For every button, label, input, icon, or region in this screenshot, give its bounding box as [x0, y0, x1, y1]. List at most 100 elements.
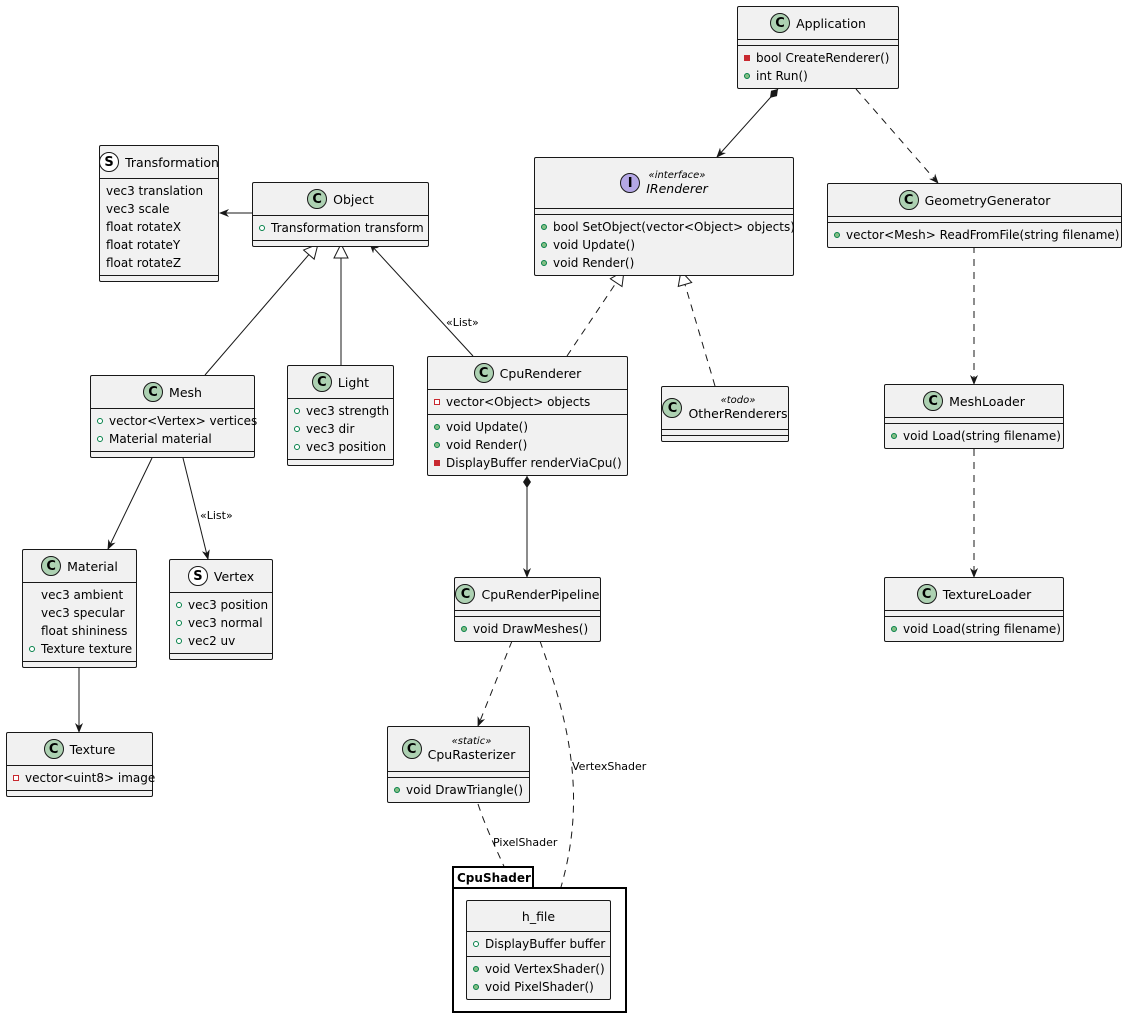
package-cpushader-tab: CpuShader [452, 866, 534, 888]
class-light[interactable]: C Light vec3 strength vec3 dir vec3 posi… [287, 365, 394, 466]
class-vertex[interactable]: S Vertex vec3 position vec3 normal vec2 … [169, 559, 273, 660]
private-field-icon [434, 399, 440, 405]
edge-application-geometrygenerator [855, 88, 939, 184]
class-header: C CpuRenderer [428, 357, 627, 390]
field-row: float rotateY [100, 236, 218, 254]
class-icon: C [41, 556, 62, 576]
public-field-icon [259, 225, 265, 231]
methods-section [253, 241, 428, 246]
public-field-icon [294, 408, 300, 414]
field-text: Texture texture [41, 642, 133, 656]
methods-section: void Load(string filename) [885, 424, 1063, 448]
methods-section [23, 662, 136, 667]
class-geometry-generator[interactable]: C GeometryGenerator vector<Mesh> ReadFro… [827, 183, 1122, 248]
methods-section [7, 791, 152, 796]
field-row: vec3 position [170, 596, 272, 614]
edge-label-pixel-shader: PixelShader [493, 836, 558, 849]
public-method-icon [434, 424, 440, 430]
class-name: Transformation [125, 154, 219, 170]
class-application[interactable]: C Application bool CreateRenderer() int … [737, 6, 899, 89]
method-row: int Run() [738, 67, 898, 85]
class-header: C GeometryGenerator [828, 184, 1121, 217]
class-name: GeometryGenerator [924, 192, 1051, 208]
edge-mesh-object [204, 244, 318, 376]
method-text: int Run() [756, 69, 808, 83]
public-field-icon [97, 418, 103, 424]
method-text: void Load(string filename) [903, 429, 1061, 443]
class-material[interactable]: C Material vec3 ambient vec3 specular fl… [22, 549, 137, 668]
method-row: void Update() [428, 418, 627, 436]
class-name: MeshLoader [949, 393, 1025, 409]
public-field-icon [294, 426, 300, 432]
stereotype: «static» [451, 736, 492, 747]
class-icon: C [923, 391, 944, 411]
field-text: vec3 specular [41, 606, 125, 620]
method-text: void Update() [553, 238, 636, 252]
class-texture[interactable]: C Texture vector<uint8> image [6, 732, 155, 797]
public-field-icon [97, 436, 103, 442]
field-text: vec3 dir [306, 422, 355, 436]
class-cpu-renderer[interactable]: C CpuRenderer vector<Object> objects voi… [427, 356, 628, 476]
fields-section [388, 772, 529, 778]
public-method-icon [541, 242, 547, 248]
method-row: void Update() [535, 236, 793, 254]
class-object[interactable]: C Object Transformation transform [252, 182, 429, 247]
method-row: void Render() [535, 254, 793, 272]
method-text: bool SetObject(vector<Object> objects) [553, 220, 795, 234]
field-row: vec3 dir [288, 420, 393, 438]
methods-section [100, 276, 218, 281]
field-row: vec3 translation [100, 182, 218, 200]
class-cpu-render-pipeline[interactable]: C CpuRenderPipeline void DrawMeshes() [454, 577, 601, 642]
method-text: void DrawMeshes() [473, 622, 589, 636]
edge-label-object-list: «List» [446, 316, 479, 329]
class-name: CpuRenderPipeline [481, 586, 600, 602]
field-text: vec3 position [306, 440, 387, 454]
class-cpu-rasterizer[interactable]: C «static» CpuRasterizer void DrawTriang… [387, 726, 530, 803]
class-other-renderers[interactable]: C «todo» OtherRenderers [661, 386, 789, 442]
field-row: Transformation transform [253, 219, 428, 237]
struct-icon: S [99, 152, 120, 172]
class-icon: C [898, 190, 919, 210]
fields-section [455, 611, 600, 617]
fields-section: vector<uint8> image [7, 766, 155, 791]
field-text: float rotateZ [106, 256, 182, 270]
field-row: vec3 normal [170, 614, 272, 632]
field-row: float shininess [23, 622, 136, 640]
fields-section: vector<Vertex> vertices Material materia… [91, 409, 257, 452]
class-name: OtherRenderers [688, 406, 788, 421]
class-name: h_file [521, 908, 556, 924]
class-name: Vertex [213, 568, 255, 584]
class-transformation[interactable]: S Transformation vec3 translation vec3 s… [99, 145, 219, 282]
public-method-icon [744, 73, 750, 79]
field-text: vec3 normal [188, 616, 263, 630]
class-header: S Transformation [99, 146, 219, 179]
class-h-file[interactable]: h_file DisplayBuffer buffer void VertexS… [466, 900, 611, 1000]
class-header: C Texture [7, 733, 152, 766]
stereotype: «interface» [648, 170, 706, 181]
edge-pipeline-hfile [539, 640, 575, 901]
fields-section [828, 217, 1121, 223]
public-method-icon [541, 260, 547, 266]
class-header: C Material [23, 550, 136, 583]
class-header: h_file [467, 901, 610, 932]
public-field-icon [176, 638, 182, 644]
class-mesh-loader[interactable]: C MeshLoader void Load(string filename) [884, 384, 1064, 449]
class-name: IRenderer [646, 181, 708, 196]
class-icon: C [143, 382, 164, 402]
method-row: void DrawMeshes() [455, 620, 600, 638]
method-row: void Load(string filename) [885, 427, 1063, 445]
edge-label-vertex-shader: VertexShader [572, 760, 647, 773]
class-name: Material [67, 558, 118, 574]
field-row: vec3 ambient [23, 586, 136, 604]
class-irenderer[interactable]: I «interface» IRenderer bool SetObject(v… [534, 157, 795, 276]
method-text: bool CreateRenderer() [756, 51, 890, 65]
class-header: C Application [738, 7, 898, 40]
field-row: vector<Vertex> vertices [91, 412, 257, 430]
method-row: DisplayBuffer renderViaCpu() [428, 454, 627, 472]
public-field-icon [176, 602, 182, 608]
class-mesh[interactable]: C Mesh vector<Vertex> vertices Material … [90, 375, 257, 458]
field-row: vector<uint8> image [7, 769, 155, 787]
class-texture-loader[interactable]: C TextureLoader void Load(string filenam… [884, 577, 1064, 642]
fields-section: vec3 ambient vec3 specular float shinine… [23, 583, 136, 662]
